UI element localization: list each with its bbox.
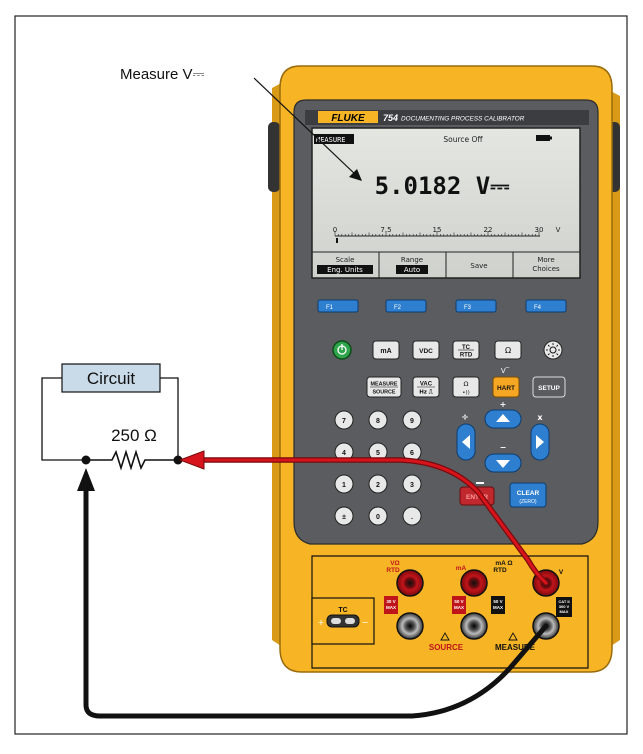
softkey-2-top: Range — [401, 256, 423, 264]
plus-label: + — [500, 400, 507, 409]
rtd-label: RTD — [460, 353, 473, 359]
keypad-key-label: 8 — [376, 418, 380, 425]
clear-label: CLEAR — [517, 490, 540, 497]
vdc-label: VDC — [419, 348, 433, 355]
rating-50v-a-top: 50 V — [454, 599, 463, 604]
calibrator: FLUKE 754 DOCUMENTING PROCESS CALIBRATOR… — [268, 66, 620, 672]
jack-vohm-rtd-source[interactable] — [397, 570, 423, 596]
softkey-1-top: Scale — [336, 256, 355, 264]
vac-label: VAC — [420, 382, 433, 388]
battery-icon — [536, 135, 550, 141]
source-status: Source Off — [443, 135, 483, 144]
scale-tick-0: 0 — [333, 226, 337, 234]
measure-key-label: MEASURE — [371, 382, 398, 388]
bar-graph-fill — [336, 238, 338, 243]
keypad-key-label: ± — [342, 514, 346, 521]
svg-text:−: − — [362, 618, 369, 627]
rating-50v-b-bottom: MAX — [493, 605, 503, 610]
times-label: x — [537, 413, 543, 422]
tc-connector-label: TC — [338, 607, 347, 614]
keypad-key-label: 3 — [410, 482, 414, 489]
rating-30v-top: 30 V — [386, 599, 395, 604]
f2-button[interactable] — [386, 300, 426, 312]
softkey-3-top: Save — [470, 262, 487, 270]
node-left — [82, 456, 91, 465]
hart-label: HART — [497, 385, 515, 392]
ohm-key-label: Ω — [464, 380, 469, 388]
circuit-box-label: Circuit — [87, 369, 135, 388]
scale-tick-2: 15 — [433, 226, 442, 234]
enter-underline — [476, 482, 484, 484]
jack-ma-source-label: mA — [456, 565, 467, 572]
callout-label: Measure V⎓ — [120, 66, 205, 83]
softkey-4-bottom: Choices — [532, 265, 560, 273]
jack-source-common[interactable] — [397, 613, 423, 639]
scale-tick-3: 22 — [484, 226, 493, 234]
f1-button[interactable] — [318, 300, 358, 312]
jack-vohm-label-bottom: RTD — [386, 567, 400, 574]
keypad-key-label: 9 — [410, 418, 414, 425]
jack-ma-source[interactable] — [461, 570, 487, 596]
keypad-key-label: 4 — [342, 450, 346, 457]
f3-button[interactable] — [456, 300, 496, 312]
keypad-key-label: 1 — [342, 482, 346, 489]
scale-unit: V — [556, 226, 561, 234]
jack-ma-rtd-label-top: mA Ω — [495, 560, 512, 567]
continuity-key-label: •)) — [462, 390, 470, 396]
f2-label: F2 — [394, 305, 402, 311]
f3-label: F3 — [464, 305, 472, 311]
keypad-key-label: 2 — [376, 482, 380, 489]
svg-text:+: + — [318, 618, 325, 627]
setup-label: SETUP — [538, 385, 560, 392]
main-reading: 5.0182 V⎓ — [375, 172, 510, 200]
rating-30v-bottom: MAX — [386, 605, 396, 610]
keypad-key-label: . — [411, 514, 413, 521]
minus-label: − — [500, 443, 507, 452]
softkey-2-bottom: Auto — [404, 266, 420, 274]
source-section-label: SOURCE — [429, 643, 464, 652]
model-number: 754 — [383, 113, 398, 123]
source-key-label: SOURCE — [372, 390, 395, 396]
scale-tick-1: 7.5 — [380, 226, 391, 234]
rating-cat-line3: MAX — [560, 609, 569, 614]
brand-logo: FLUKE — [331, 113, 365, 124]
f4-label: F4 — [534, 305, 542, 311]
jack-vohm-label-top: VΩ — [390, 560, 400, 567]
f1-label: F1 — [326, 305, 334, 311]
jack-v-label: V — [559, 569, 564, 576]
keypad-key-label: 6 — [410, 450, 414, 457]
softkey-4-top: More — [537, 256, 554, 264]
mode-indicator: MEASURE — [316, 136, 346, 144]
resistor-label: 250 Ω — [111, 426, 157, 445]
softkey-1-bottom: Eng. Units — [327, 266, 363, 274]
jack-ma-rtd-label-bottom: RTD — [493, 567, 507, 574]
keypad-key-label: 5 — [376, 450, 380, 457]
scale-tick-4: 30 — [535, 226, 544, 234]
jack-ma-common[interactable] — [461, 613, 487, 639]
keypad-key-label: 7 — [342, 418, 346, 425]
keypad-key-label: 0 — [376, 514, 380, 521]
rating-50v-a-bottom: MAX — [454, 605, 464, 610]
hz-label: Hz ⎍ — [419, 390, 433, 396]
rating-50v-b-top: 50 V — [493, 599, 502, 604]
zero-label: (ZERO) — [519, 499, 537, 505]
model-subtitle: DOCUMENTING PROCESS CALIBRATOR — [401, 116, 525, 123]
f4-button[interactable] — [526, 300, 566, 312]
hart-overlabel: V‾ — [501, 367, 510, 375]
divide-label: ÷ — [461, 413, 469, 423]
ma-label: mA — [380, 348, 391, 355]
ohm-source-icon: Ω — [505, 346, 511, 355]
